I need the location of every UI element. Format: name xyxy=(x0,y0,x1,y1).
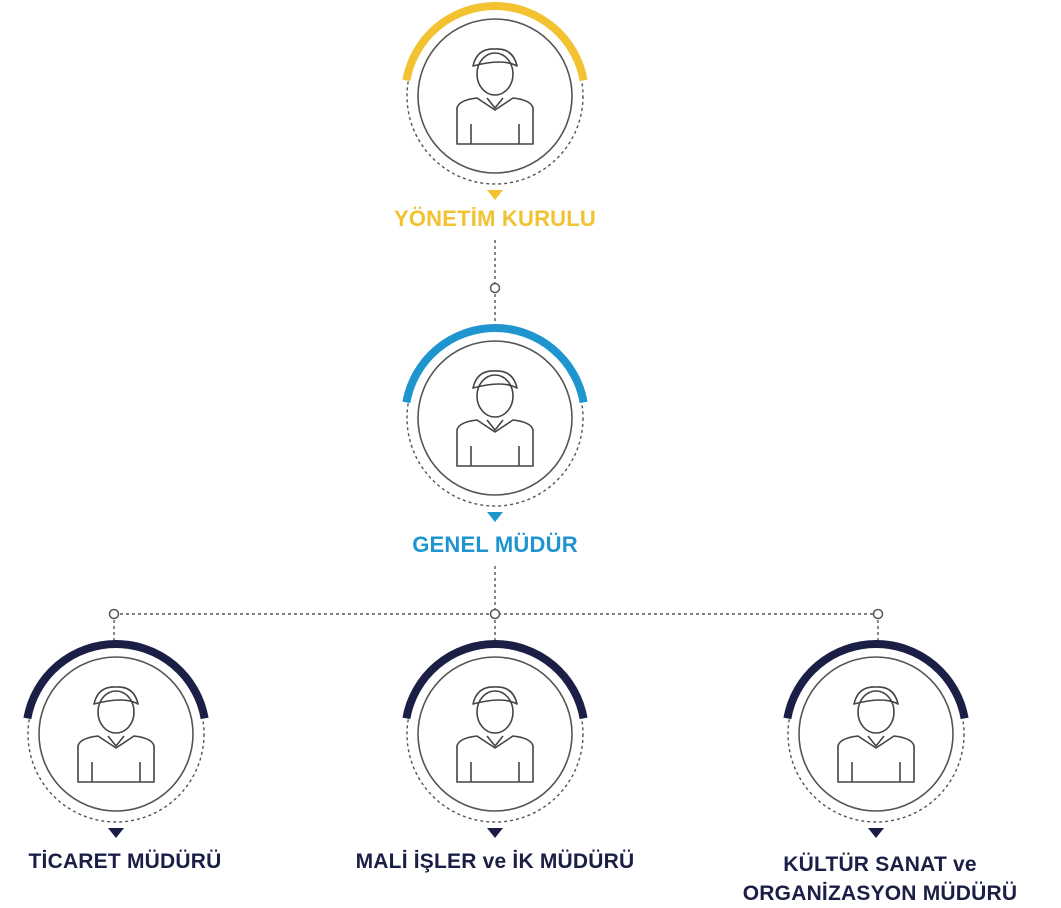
person-head xyxy=(476,374,514,418)
board-pointer-icon xyxy=(487,190,503,200)
culture-manager-label: KÜLTÜR SANAT ve ORGANİZASYON MÜDÜRÜ xyxy=(705,850,1055,908)
person-body xyxy=(456,735,534,783)
nodes xyxy=(23,2,969,838)
general-manager-inner-circle xyxy=(417,340,573,496)
culture-manager-node xyxy=(783,640,969,838)
board-inner-circle xyxy=(417,18,573,174)
general-manager-node xyxy=(402,324,588,522)
trade-manager-inner-circle xyxy=(38,656,194,812)
person-icon xyxy=(456,370,534,467)
person-collar xyxy=(107,735,125,747)
person-body xyxy=(837,735,915,783)
person-collar xyxy=(486,419,504,431)
person-collar xyxy=(867,735,885,747)
board-label: YÖNETİM KURULU xyxy=(393,206,596,231)
connector-dot xyxy=(108,608,120,620)
culture-manager-accent-arc xyxy=(783,640,969,720)
person-hair xyxy=(472,686,518,705)
trade-manager-pointer-icon xyxy=(108,828,124,838)
finance-hr-manager-inner-circle xyxy=(417,656,573,812)
person-icon xyxy=(837,686,915,783)
person-body xyxy=(456,419,534,467)
general-manager-pointer-icon xyxy=(487,512,503,522)
person-hair xyxy=(853,686,899,705)
culture-manager-label-line2: ORGANİZASYON MÜDÜRÜ xyxy=(742,882,1018,905)
trade-manager-label: TİCARET MÜDÜRÜ xyxy=(28,850,222,873)
connector-dot xyxy=(872,608,884,620)
person-head xyxy=(476,690,514,734)
connector-dot xyxy=(489,282,501,294)
culture-manager-pointer-icon xyxy=(868,828,884,838)
board-accent-arc xyxy=(402,2,588,82)
person-body xyxy=(456,97,534,145)
board-node xyxy=(402,2,588,200)
culture-manager-inner-circle xyxy=(798,656,954,812)
person-body xyxy=(77,735,155,783)
culture-manager-label-line1: KÜLTÜR SANAT ve xyxy=(783,853,977,876)
person-hair xyxy=(472,370,518,389)
person-collar xyxy=(486,735,504,747)
trade-manager-node xyxy=(23,640,209,838)
general-manager-accent-arc xyxy=(402,324,588,404)
connector-dot xyxy=(489,608,501,620)
person-head xyxy=(857,690,895,734)
general-manager-label: GENEL MÜDÜR xyxy=(412,532,578,557)
person-icon xyxy=(77,686,155,783)
person-head xyxy=(97,690,135,734)
finance-hr-manager-node xyxy=(402,640,588,838)
person-icon xyxy=(456,48,534,145)
connectors xyxy=(108,240,884,644)
person-head xyxy=(476,52,514,96)
finance-hr-manager-pointer-icon xyxy=(487,828,503,838)
person-icon xyxy=(456,686,534,783)
person-hair xyxy=(472,48,518,67)
finance-hr-manager-accent-arc xyxy=(402,640,588,720)
finance-hr-manager-label: MALİ İŞLER ve İK MÜDÜRÜ xyxy=(355,850,635,873)
trade-manager-accent-arc xyxy=(23,640,209,720)
person-collar xyxy=(486,97,504,109)
person-hair xyxy=(93,686,139,705)
